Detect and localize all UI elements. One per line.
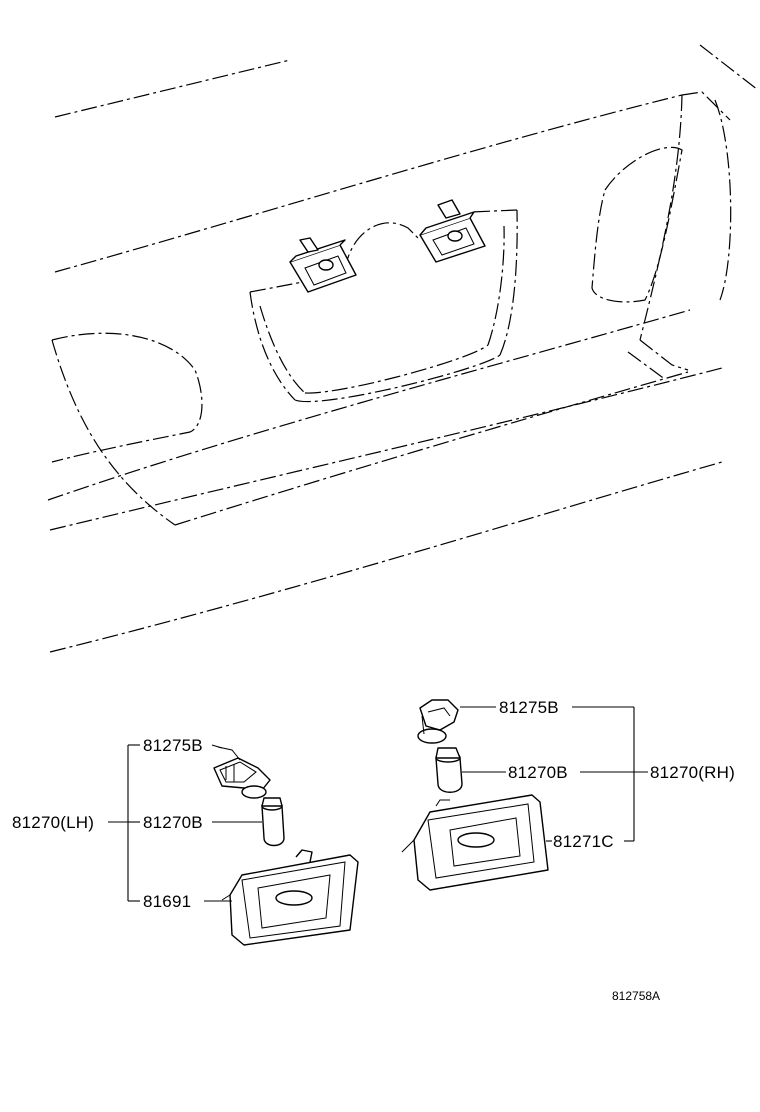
installed-lamp-left <box>289 237 357 293</box>
label-lh-lens: 81691 <box>143 892 191 911</box>
label-rh-lens: 81271C <box>553 832 614 851</box>
lh-leader-lines <box>108 744 262 902</box>
rh-leader-lines <box>460 706 648 842</box>
lh-lens-part <box>221 849 359 946</box>
rh-lens-part <box>401 794 549 891</box>
label-rh-socket: 81275B <box>499 698 559 717</box>
rh-socket-part <box>417 699 459 744</box>
label-rh-assembly: 81270(RH) <box>650 763 735 782</box>
vehicle-rear-outline <box>47 44 759 653</box>
illustration-code: 812758A <box>612 989 660 1003</box>
lh-bulb-part <box>261 797 285 847</box>
lh-socket-part <box>213 746 271 799</box>
label-rh-bulb: 81270B <box>508 763 568 782</box>
label-lh-assembly: 81270(LH) <box>12 813 94 832</box>
label-lh-bulb: 81270B <box>143 813 203 832</box>
installed-lamp-right <box>419 199 486 263</box>
rh-bulb-part <box>435 747 463 793</box>
label-lh-socket: 81275B <box>143 736 203 755</box>
